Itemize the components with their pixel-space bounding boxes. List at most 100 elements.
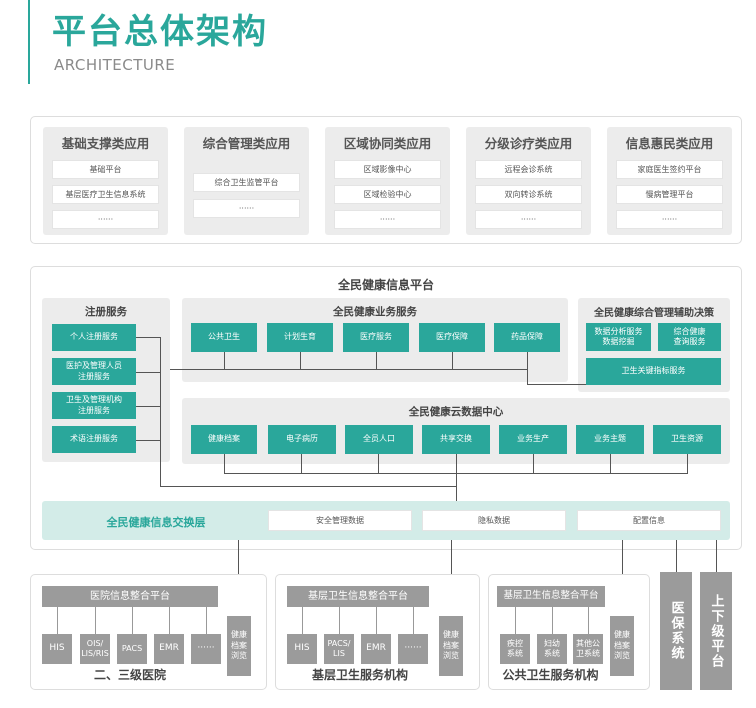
app-group-regional: 区域协同类应用 区域影像中心 区域检验中心 ······ xyxy=(325,127,450,235)
decision-item[interactable]: 综合健康 查询服务 xyxy=(658,323,721,351)
decision-item[interactable]: 卫生关键指标服务 xyxy=(586,358,721,385)
medical-insurance-system[interactable]: 医保系统 xyxy=(660,572,692,690)
app-group-title: 基础支撑类应用 xyxy=(61,136,150,151)
app-item[interactable]: ······ xyxy=(52,210,159,229)
app-group-title: 信息惠民类应用 xyxy=(625,136,714,151)
connector-line xyxy=(527,384,586,385)
connector-line xyxy=(224,454,225,473)
app-item[interactable]: ······ xyxy=(616,210,723,229)
connector-line xyxy=(716,540,717,572)
app-item[interactable]: 区域影像中心 xyxy=(334,160,441,179)
app-group-title: 区域协同类应用 xyxy=(343,136,432,151)
registration-item[interactable]: 医护及管理人员 注册服务 xyxy=(52,358,136,385)
hospital-system[interactable]: PACS xyxy=(117,634,147,664)
app-item[interactable]: ······ xyxy=(193,199,300,218)
connector-line xyxy=(224,352,225,369)
connector-line xyxy=(527,352,528,384)
connector-line xyxy=(456,454,457,501)
connector-line xyxy=(57,607,58,634)
connector-line xyxy=(160,337,161,487)
app-item[interactable]: 慢病管理平台 xyxy=(616,185,723,204)
cloud-item[interactable]: 业务生产 xyxy=(499,425,567,454)
hospital-system[interactable]: EMR xyxy=(154,634,184,664)
business-item[interactable]: 医疗保障 xyxy=(419,323,485,352)
registration-title: 注册服务 xyxy=(85,306,127,318)
primary-footer: 基层卫生服务机构 xyxy=(311,668,408,682)
app-group-benefit: 信息惠民类应用 家庭医生签约平台 慢病管理平台 ······ xyxy=(607,127,732,235)
decision-item[interactable]: 数据分析服务 数据挖掘 xyxy=(586,323,651,351)
connector-line xyxy=(588,607,589,634)
app-item[interactable]: 远程会诊系统 xyxy=(475,160,582,179)
connector-line xyxy=(136,337,160,338)
business-item[interactable]: 计划生育 xyxy=(267,323,333,352)
app-group-basic: 基础支撑类应用 基础平台 基层医疗卫生信息系统 ······ xyxy=(43,127,168,235)
hospital-health-record[interactable]: 健康 档案 浏览 xyxy=(227,616,251,676)
connector-line xyxy=(136,406,160,407)
primary-system[interactable]: EMR xyxy=(361,634,391,664)
hospital-system[interactable]: HIS xyxy=(42,634,72,664)
connector-line xyxy=(376,352,377,369)
primary-system[interactable]: HIS xyxy=(287,634,317,664)
primary-platform[interactable]: 基层卫生信息整合平台 xyxy=(287,586,429,607)
platform-title: 全民健康信息平台 xyxy=(337,278,434,292)
cloud-item[interactable]: 健康档案 xyxy=(191,425,257,454)
page-subtitle: ARCHITECTURE xyxy=(54,56,176,74)
app-item[interactable]: 区域检验中心 xyxy=(334,185,441,204)
primary-system[interactable]: PACS/ LIS xyxy=(324,634,354,664)
page-title: 平台总体架构 xyxy=(52,12,268,52)
cloud-item[interactable]: 共享交换 xyxy=(422,425,490,454)
connector-line xyxy=(169,607,170,634)
hospital-platform[interactable]: 医院信息整合平台 xyxy=(42,586,218,607)
connector-line xyxy=(206,607,207,634)
registration-item[interactable]: 卫生及管理机构 注册服务 xyxy=(52,392,136,419)
connector-line xyxy=(413,607,414,634)
app-item[interactable]: 双向转诊系统 xyxy=(475,185,582,204)
business-title: 全民健康业务服务 xyxy=(333,306,417,318)
connector-line xyxy=(687,454,688,473)
connector-line xyxy=(95,607,96,634)
cloud-item[interactable]: 卫生资源 xyxy=(653,425,721,454)
connector-line xyxy=(610,454,611,473)
connector-line xyxy=(452,352,453,369)
app-item[interactable]: ······ xyxy=(475,210,582,229)
app-group-management: 综合管理类应用 综合卫生监管平台 ······ xyxy=(184,127,309,235)
connector-line xyxy=(170,369,528,370)
app-item[interactable]: 基础平台 xyxy=(52,160,159,179)
public-system[interactable]: 疾控 系统 xyxy=(500,634,530,664)
hospital-system[interactable]: OIS/ LIS/RIS xyxy=(80,634,110,664)
business-item[interactable]: 公共卫生 xyxy=(191,323,257,352)
app-item[interactable]: ······ xyxy=(334,210,441,229)
public-system[interactable]: 其他公 卫系统 xyxy=(573,634,603,664)
exchange-title: 全民健康信息交换层 xyxy=(106,516,206,529)
exchange-item[interactable]: 配置信息 xyxy=(577,510,721,531)
connector-line xyxy=(132,607,133,634)
connector-line xyxy=(136,372,160,373)
public-footer: 公共卫生服务机构 xyxy=(502,668,599,682)
exchange-item[interactable]: 安全管理数据 xyxy=(268,510,412,531)
connector-line xyxy=(224,473,688,474)
public-health-record[interactable]: 健康 档案 浏览 xyxy=(610,616,634,676)
cloud-item[interactable]: 业务主题 xyxy=(576,425,644,454)
registration-item[interactable]: 个人注册服务 xyxy=(52,324,136,351)
business-item[interactable]: 医疗服务 xyxy=(343,323,409,352)
connector-line xyxy=(378,454,379,473)
primary-health-record[interactable]: 健康 档案 浏览 xyxy=(439,616,463,676)
hospital-system[interactable]: ······ xyxy=(191,634,221,664)
upper-lower-platform[interactable]: 上下级平台 xyxy=(700,572,732,690)
cloud-title: 全民健康云数据中心 xyxy=(408,406,504,418)
app-item[interactable]: 综合卫生监管平台 xyxy=(193,173,300,192)
applications-panel: 基础支撑类应用 基础平台 基层医疗卫生信息系统 ······ 综合管理类应用 综… xyxy=(30,116,742,244)
connector-line xyxy=(302,607,303,634)
public-platform[interactable]: 基层卫生信息整合平台 xyxy=(497,586,605,607)
app-item[interactable]: 基层医疗卫生信息系统 xyxy=(52,185,159,204)
business-item[interactable]: 药品保障 xyxy=(494,323,560,352)
public-system[interactable]: 妇幼 系统 xyxy=(537,634,567,664)
cloud-item[interactable]: 电子病历 xyxy=(268,425,336,454)
connector-line xyxy=(552,607,553,634)
primary-system[interactable]: ······ xyxy=(398,634,428,664)
connector-line xyxy=(533,454,534,473)
cloud-item[interactable]: 全员人口 xyxy=(345,425,413,454)
exchange-item[interactable]: 隐私数据 xyxy=(422,510,566,531)
app-item[interactable]: 家庭医生签约平台 xyxy=(616,160,723,179)
registration-item[interactable]: 术语注册服务 xyxy=(52,426,136,453)
